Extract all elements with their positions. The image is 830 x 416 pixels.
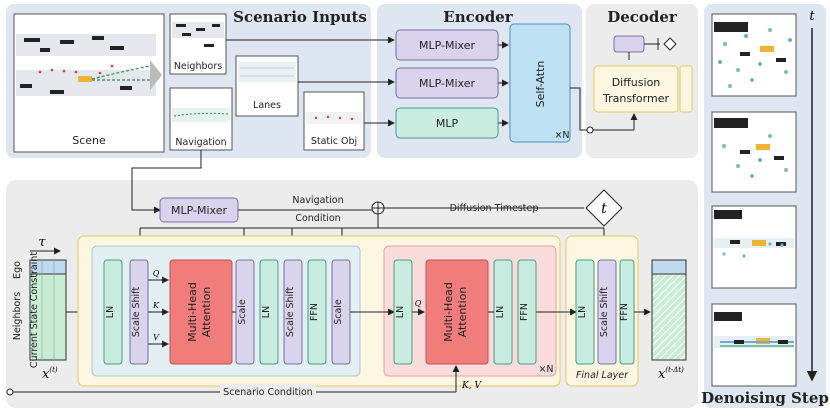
- scenario-inputs-title: Scenario Inputs: [233, 8, 367, 26]
- svg-text:Q: Q: [415, 299, 422, 308]
- scene-label: Scene: [72, 134, 106, 147]
- svg-text:Q: Q: [153, 269, 160, 278]
- svg-text:LN: LN: [105, 306, 116, 318]
- svg-text:Scale Shift: Scale Shift: [131, 287, 142, 337]
- svg-text:LN: LN: [495, 306, 506, 318]
- scenario-condition-label: Scenario Condition: [223, 387, 313, 398]
- encoder-self-attn-label: Self-Attn: [534, 61, 547, 108]
- svg-text:Multi-Head: Multi-Head: [186, 282, 199, 342]
- svg-text:K: K: [152, 301, 160, 310]
- svg-text:V: V: [153, 333, 160, 342]
- neighbors-thumbnail: Neighbors: [169, 13, 227, 75]
- svg-text:LN: LN: [395, 306, 406, 318]
- encoder-mlp-mixer-2-label: MLP-Mixer: [419, 77, 475, 90]
- svg-text:Attention: Attention: [200, 287, 213, 338]
- ego-label: Ego: [12, 261, 23, 279]
- svg-text:Multi-Head: Multi-Head: [442, 282, 455, 342]
- svg-text:Attention: Attention: [456, 287, 469, 338]
- decoder-stack-edge: [679, 65, 693, 113]
- cross-attn-sublayer: LN Multi-Head Attention LN FFN Q: [393, 259, 577, 365]
- attn-sublayer: LN Scale Shift Multi-Head Attention Scal…: [103, 259, 395, 365]
- nav-condition-label-1: Navigation: [292, 195, 343, 206]
- svg-text:Scale Shift: Scale Shift: [599, 287, 610, 337]
- svg-text:FFN: FFN: [519, 303, 530, 321]
- decoder-diffusion-transformer: [593, 65, 679, 113]
- x-in-label: x(t): [42, 366, 58, 382]
- static-obj-label: Static Obj: [311, 136, 357, 147]
- encoder-mlp-label: MLP: [436, 117, 459, 130]
- svg-text:Scale: Scale: [333, 299, 344, 325]
- encoder-repeat-label: ×N: [554, 130, 569, 141]
- denoising-frames: [711, 13, 797, 387]
- neighbors-axis-label: Neighbors: [12, 292, 23, 340]
- svg-text:FFN: FFN: [309, 303, 320, 321]
- diffusion-timestep-label: Diffusion Timestep: [450, 203, 539, 214]
- lanes-thumbnail: Lanes: [235, 55, 299, 117]
- timestep-symbol: t: [601, 201, 607, 217]
- nav-mlp-mixer-label: MLP-Mixer: [171, 204, 227, 217]
- encoder-self-attn: [509, 23, 571, 143]
- x-out-label: x(t-Δt): [658, 366, 684, 382]
- svg-text:LN: LN: [577, 306, 588, 318]
- denoise-t-label: t: [809, 9, 815, 24]
- svg-text:LN: LN: [261, 306, 272, 318]
- denoising-step-title: Denoising Step: [701, 389, 829, 407]
- neighbors-label: Neighbors: [174, 61, 222, 72]
- tau-label: τ: [38, 235, 46, 250]
- nav-condition-label-2: Condition: [295, 213, 340, 224]
- lanes-label: Lanes: [253, 100, 281, 111]
- encoder-title: Encoder: [443, 8, 514, 26]
- final-layer-components: LN Scale Shift FFN: [575, 259, 651, 365]
- navigation-thumbnail: Navigation: [169, 87, 233, 151]
- output-sequence: x(t-Δt): [651, 259, 687, 382]
- encoder-mlp-mixer-1-label: MLP-Mixer: [419, 39, 475, 52]
- kv-label: K, V: [461, 381, 482, 391]
- current-state-constraint-label: Current State Constraint: [29, 252, 40, 368]
- navigation-label: Navigation: [175, 137, 226, 148]
- svg-text:Scale Shift: Scale Shift: [285, 287, 296, 337]
- scene-image: Scene: [13, 13, 165, 153]
- timestep-diamond: [585, 189, 623, 227]
- input-sequence: Ego Neighbors Current State Constraint τ…: [12, 235, 67, 382]
- diffusion-transformer-label-1: Diffusion: [612, 76, 661, 89]
- svg-text:FFN: FFN: [619, 303, 630, 321]
- final-layer-label: Final Layer: [576, 370, 629, 381]
- decoder-latent-box: [613, 35, 645, 53]
- diffusion-transformer-label-2: Transformer: [602, 92, 669, 105]
- static-obj-thumbnail: Static Obj: [303, 91, 365, 151]
- dit-repeat-label: ×N: [538, 364, 553, 375]
- decoder-title: Decoder: [607, 8, 678, 26]
- svg-text:Scale: Scale: [237, 299, 248, 325]
